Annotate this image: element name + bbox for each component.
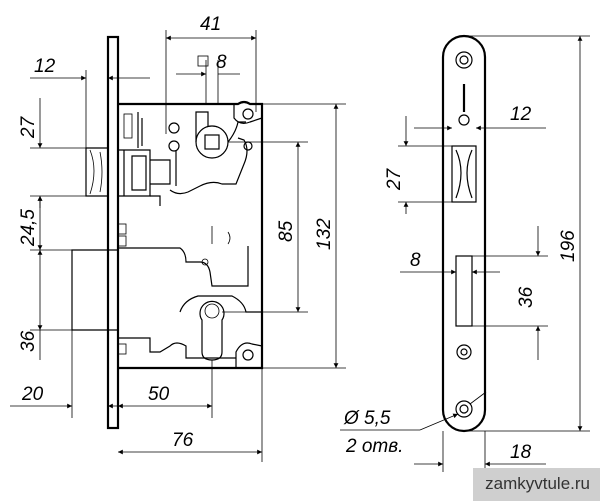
lock-body-view bbox=[71, 35, 264, 430]
left-dimensions: 41 8 12 27 24,5 36 20 50 bbox=[10, 14, 346, 462]
latch-window bbox=[451, 145, 477, 203]
dim-8-right: 8 bbox=[410, 250, 421, 271]
dim-50: 50 bbox=[148, 384, 170, 405]
latch-bolt bbox=[85, 147, 109, 197]
dim-12-right: 12 bbox=[510, 104, 532, 125]
dim-76: 76 bbox=[172, 430, 194, 451]
bottom-tab bbox=[235, 342, 263, 368]
dim-20: 20 bbox=[21, 384, 44, 405]
dim-24-5: 24,5 bbox=[18, 209, 39, 247]
mid-screw-upper-icon bbox=[458, 114, 470, 126]
top-screw-icon bbox=[242, 108, 254, 120]
lever bbox=[169, 137, 248, 195]
right-dimensions: 12 27 8 36 196 18 Ø 5,5 2 отв. bbox=[340, 35, 590, 472]
dim-18: 18 bbox=[510, 442, 532, 463]
screw-hole-top-icon bbox=[455, 51, 473, 69]
screw-hole-bottom-icon bbox=[455, 400, 473, 418]
face-plate bbox=[106, 35, 120, 430]
lock-case bbox=[118, 100, 264, 370]
dim-hole-diameter: Ø 5,5 bbox=[343, 408, 391, 429]
watermark-badge[interactable]: zamkyvtule.ru bbox=[473, 468, 600, 501]
faceplate-front-view bbox=[441, 34, 487, 433]
mid-screw-lower-icon bbox=[456, 344, 472, 360]
dim-12-left: 12 bbox=[34, 56, 56, 77]
dim-36-right: 36 bbox=[516, 286, 537, 308]
dim-85: 85 bbox=[276, 220, 297, 242]
dim-36-left: 36 bbox=[18, 330, 39, 352]
dim-132: 132 bbox=[314, 218, 335, 250]
dim-196: 196 bbox=[558, 230, 579, 262]
dim-27-right: 27 bbox=[384, 167, 405, 191]
dim-27-left: 27 bbox=[18, 115, 39, 139]
top-tab bbox=[233, 104, 263, 124]
bolt-block bbox=[71, 249, 119, 331]
bolt-window bbox=[455, 255, 473, 327]
dim-41: 41 bbox=[200, 14, 221, 35]
dim-hole-count: 2 отв. bbox=[345, 436, 403, 457]
spindle-square-icon bbox=[204, 134, 220, 150]
cylinder-profile-icon bbox=[199, 300, 225, 361]
bottom-screw-icon bbox=[242, 349, 254, 361]
dim-8-top: 8 bbox=[216, 52, 227, 73]
follower-hub bbox=[195, 125, 229, 159]
